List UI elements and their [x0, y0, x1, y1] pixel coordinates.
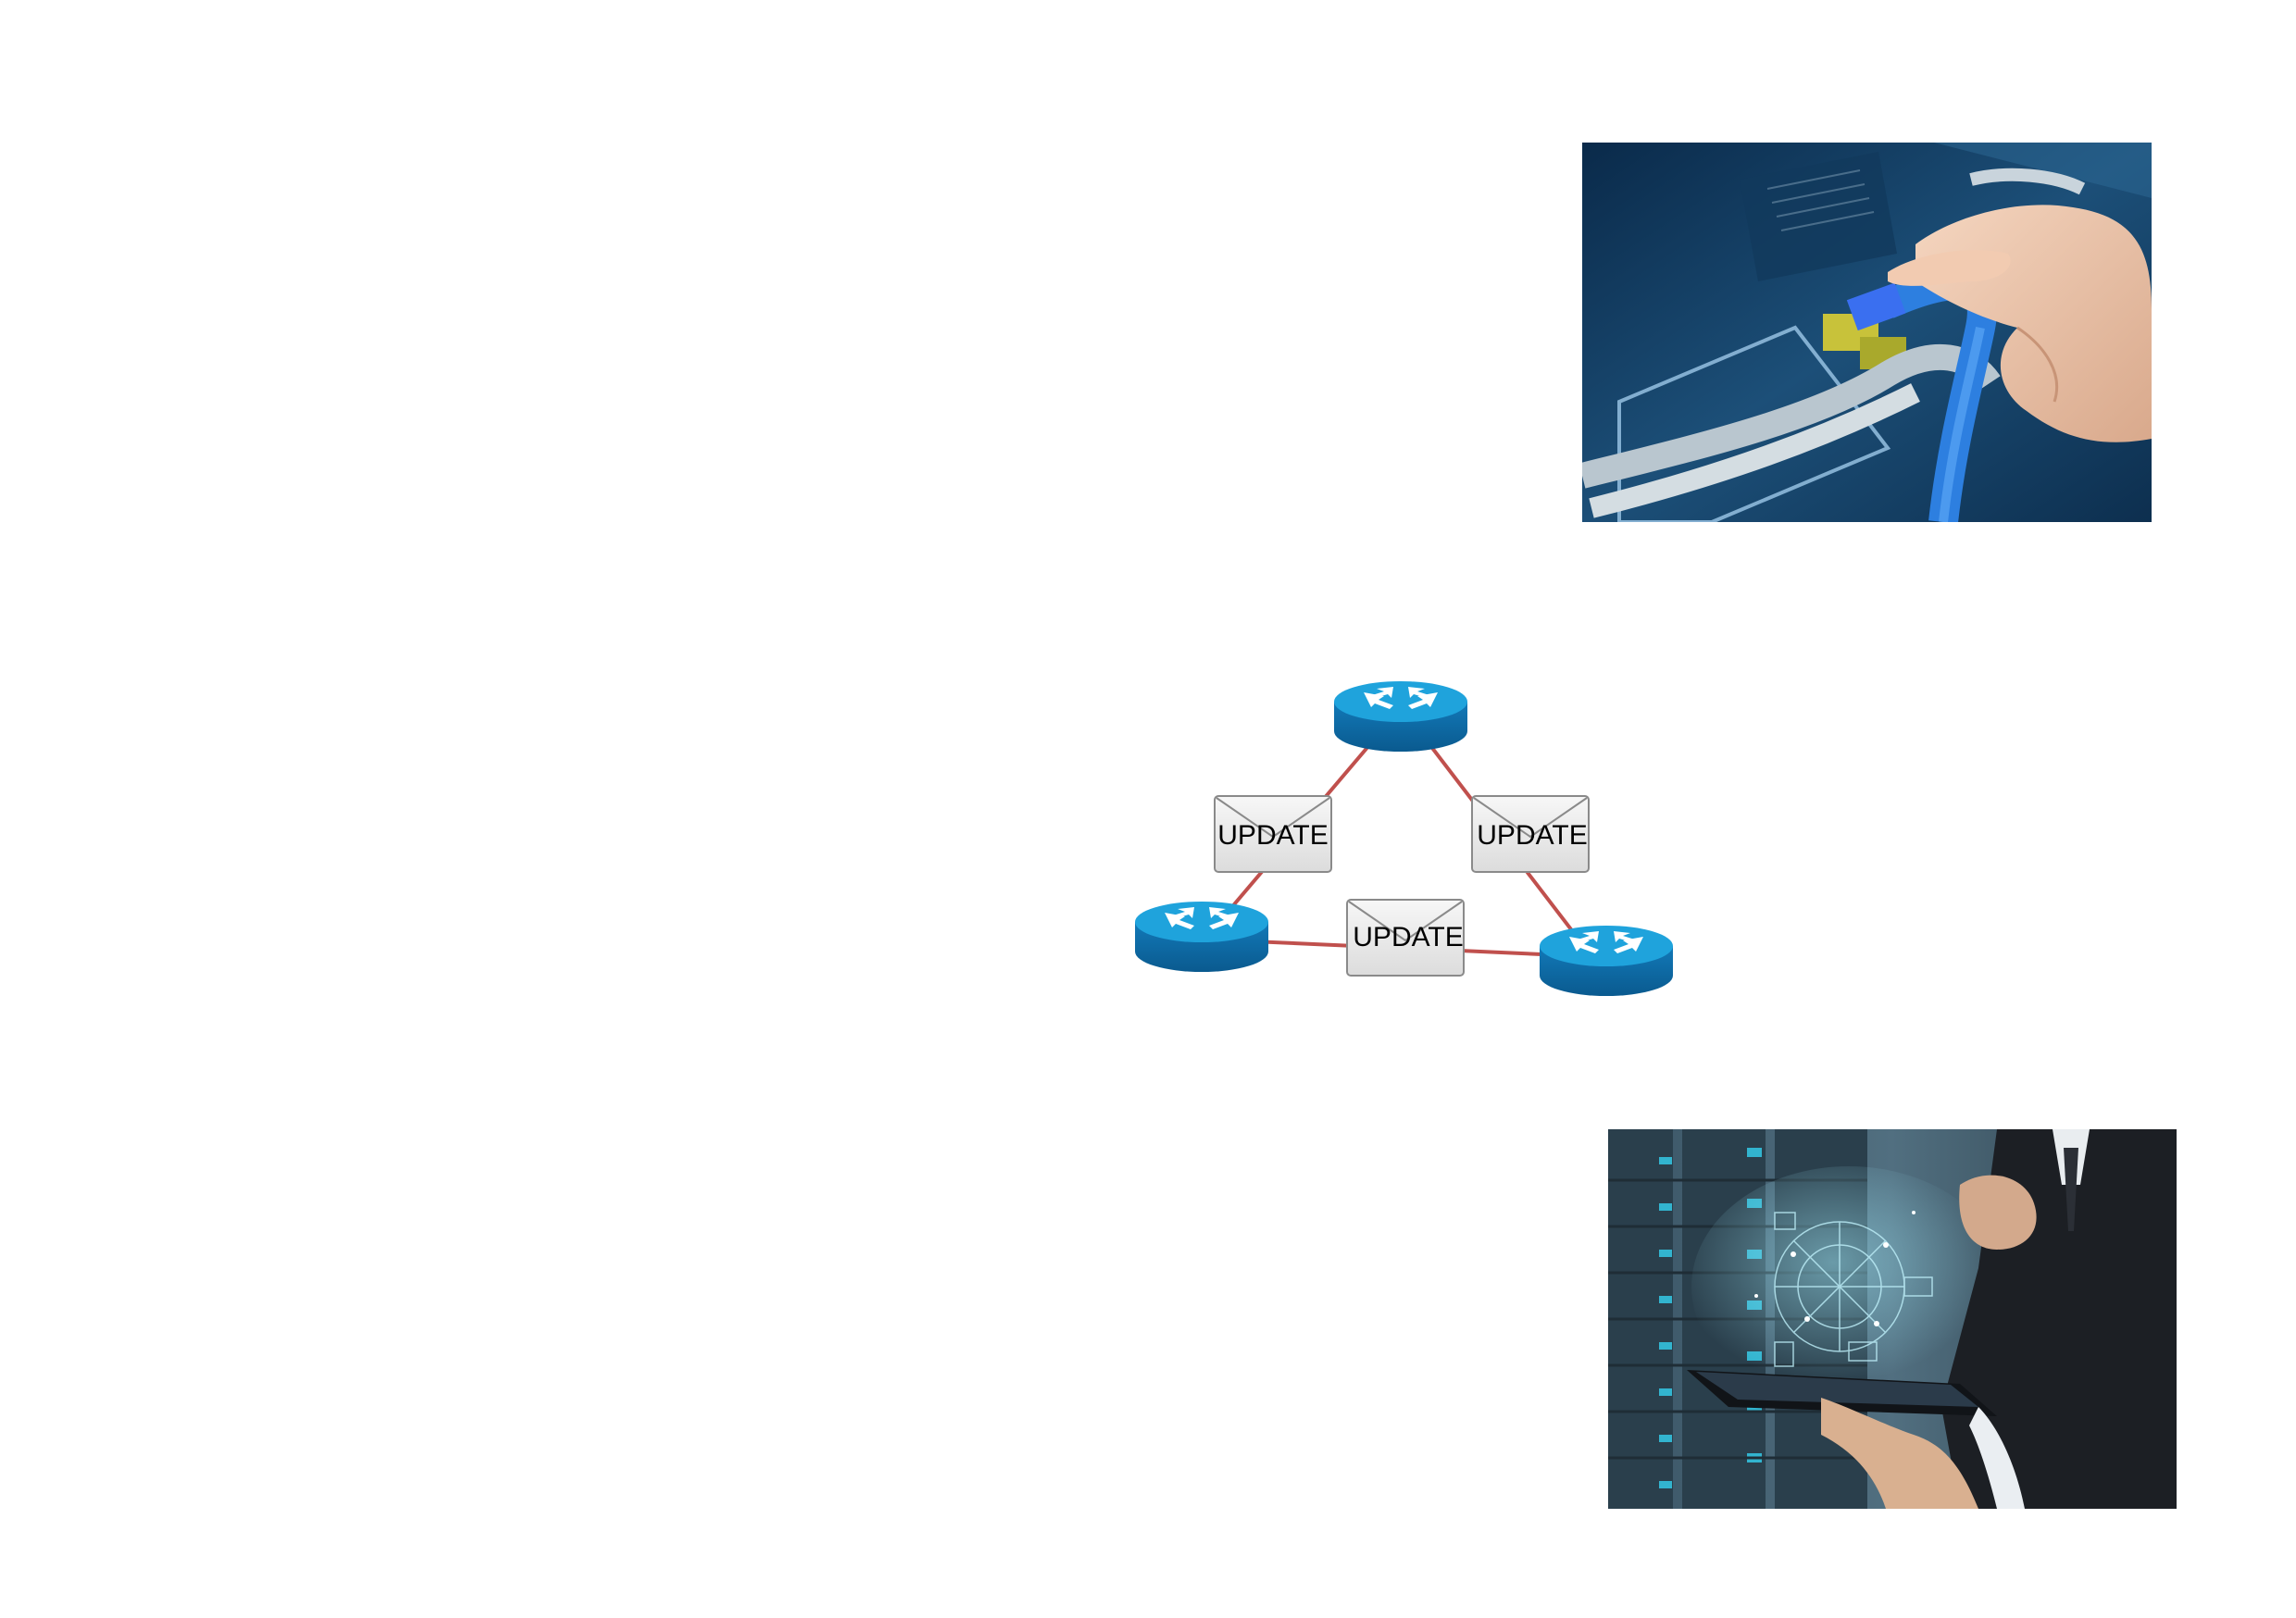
update-message-top-right: UPDATE	[1471, 795, 1590, 873]
router-left-icon	[1135, 902, 1268, 972]
update-label: UPDATE	[1353, 922, 1463, 952]
business-tablet-image	[1608, 1129, 2177, 1509]
routing-update-diagram: UPDATE UPDATE UPDATE	[1102, 666, 1694, 1018]
update-label: UPDATE	[1217, 820, 1328, 851]
update-message-top-left: UPDATE	[1214, 795, 1332, 873]
envelope-icon	[1471, 795, 1590, 873]
router-top-icon	[1334, 681, 1467, 752]
business-tablet-photo	[1608, 1129, 2177, 1509]
update-label: UPDATE	[1477, 820, 1587, 851]
router-right-icon	[1540, 926, 1673, 996]
network-cable-photo	[1582, 143, 2152, 522]
envelope-icon	[1214, 795, 1332, 873]
update-message-bottom: UPDATE	[1346, 899, 1465, 977]
envelope-icon	[1346, 899, 1465, 977]
network-cable-image	[1582, 143, 2152, 522]
